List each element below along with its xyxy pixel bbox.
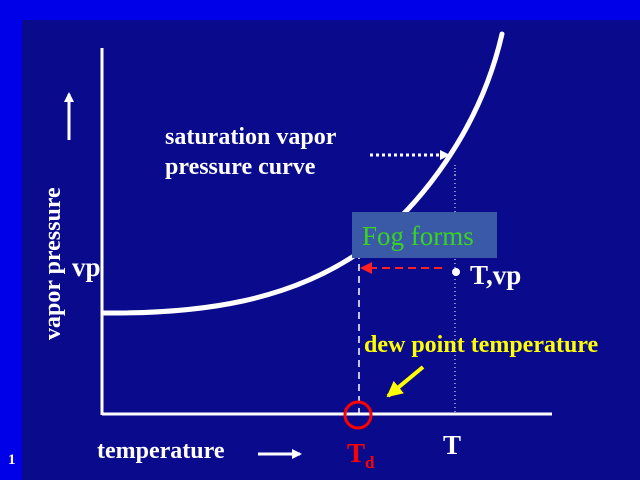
- td-main: T: [347, 438, 366, 468]
- point-label: T,vp: [470, 260, 522, 290]
- td-tick-label: Td: [347, 438, 374, 473]
- dew-pointer-arrow-icon: [386, 365, 425, 398]
- td-subscript: d: [365, 453, 375, 472]
- fog-forms-label: Fog forms: [362, 221, 474, 251]
- slide-top-border: [0, 0, 640, 20]
- vp-tick-label: vp: [72, 252, 101, 282]
- x-axis-label: temperature: [97, 438, 225, 464]
- dew-point-marker: [343, 400, 373, 430]
- fog-highlight-box: [352, 212, 497, 258]
- t-tick-label: T: [443, 430, 462, 460]
- curve-label-line-2: pressure curve: [165, 154, 316, 180]
- slide-left-border: [0, 0, 22, 480]
- slide-number: 1: [8, 452, 16, 468]
- y-axis-label: vapor pressure: [40, 187, 66, 340]
- curve-label: saturation vapor pressure curve: [165, 122, 336, 182]
- curve-label-line-1: saturation vapor: [165, 124, 337, 150]
- dew-point-label: dew point temperature: [364, 332, 599, 358]
- state-point: [452, 268, 460, 276]
